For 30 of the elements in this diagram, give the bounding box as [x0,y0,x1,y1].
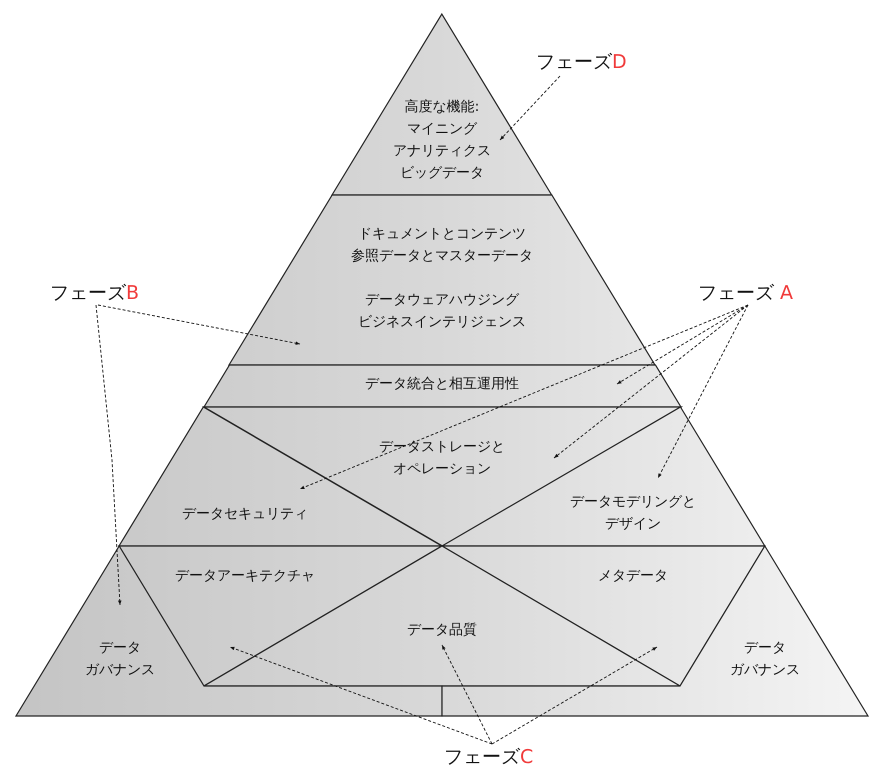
leader-line [554,304,748,458]
phase-label: フェーズC [444,745,534,769]
section-label: データ品質 [407,621,477,640]
section-label: データ統合と相互運用性 [364,375,519,394]
pyramid-section [204,546,680,686]
leader-line [500,76,560,140]
section-label: ドキュメントとコンテンツ 参照データとマスターデータ データウェアハウジング ビジネスインテリジェンス [350,225,533,332]
leader-line [658,304,748,478]
pyramid-section [119,407,442,546]
phase-label: フェーズ A [698,281,794,305]
section-label: データセキュリティ [182,505,308,524]
leader-line [300,304,748,490]
section-label: 高度な機能: マイニング アナリティクス ビッグデータ [392,98,491,183]
leader-line [442,644,492,744]
pyramid-section [204,365,680,407]
leader-line [492,646,658,744]
section-label: データ ガバナンス [730,639,800,680]
phase-label: フェーズD [536,50,627,74]
section-label: データ ガバナンス [85,639,155,680]
pyramid-section [229,195,655,365]
leader-line [96,304,122,606]
pyramid-section [442,407,765,546]
phase-label: フェーズB [50,281,140,305]
section-label: メタデータ [598,567,668,586]
section-label: データモデリングとデザイン [569,493,697,534]
leader-line [230,646,492,744]
pyramid-section [332,14,552,195]
leader-line [98,304,300,345]
section-label: データアーキテクチャ [174,567,315,586]
pyramid-section [204,407,680,546]
